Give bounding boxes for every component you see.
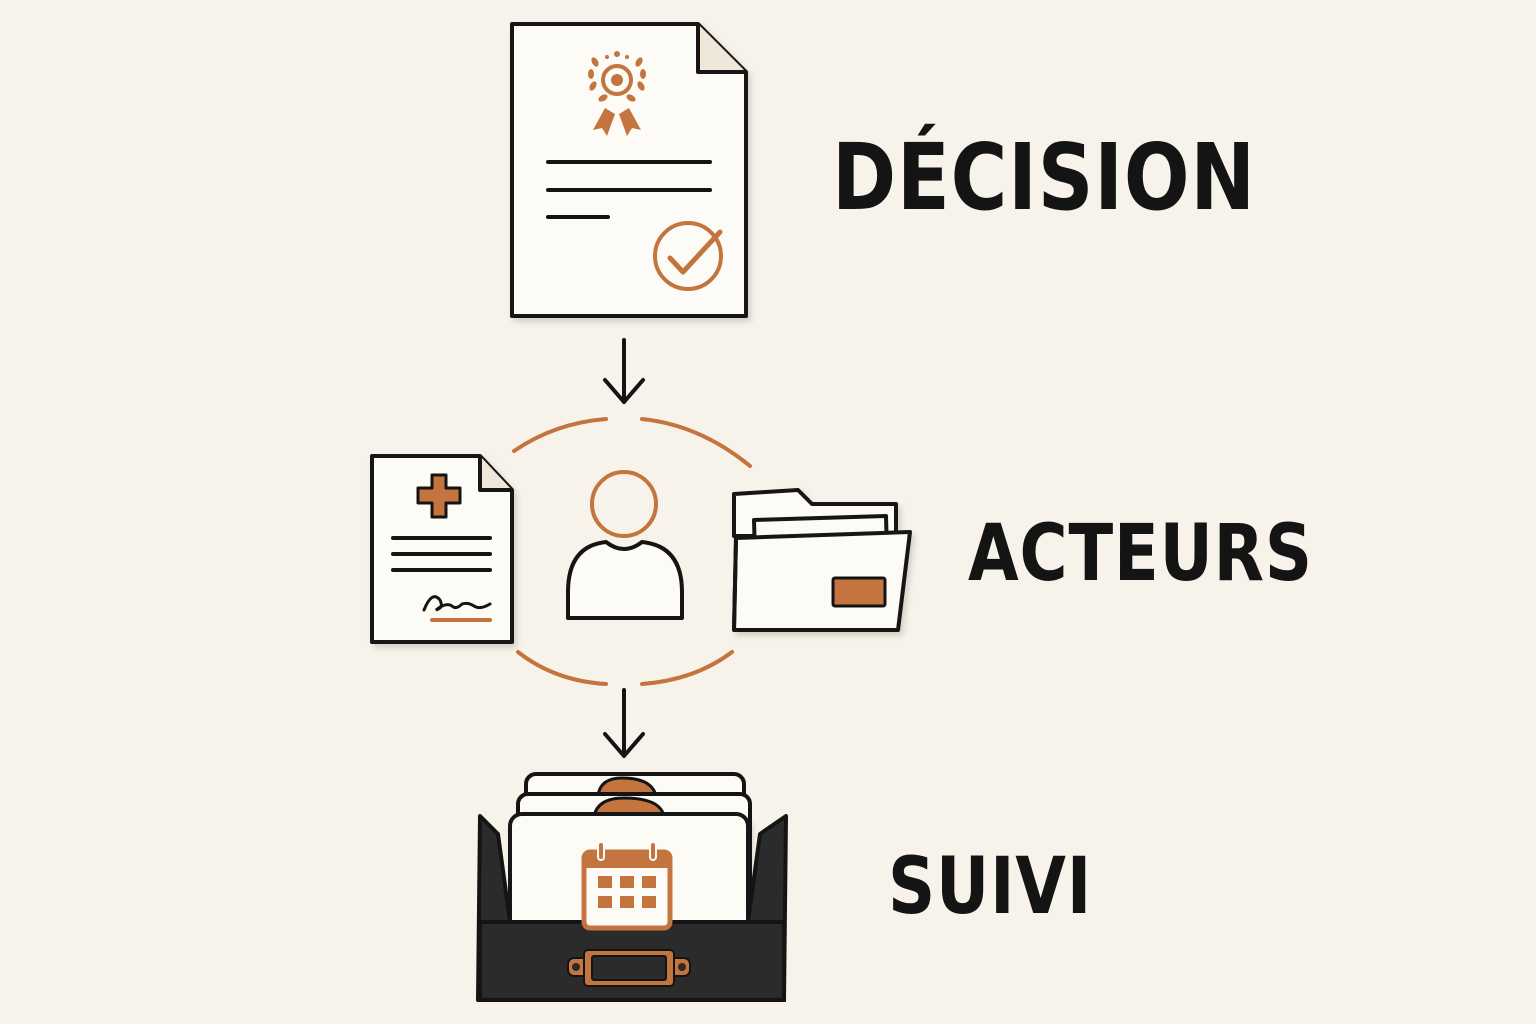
- certificate-document-icon: [510, 22, 748, 318]
- actors-cycle-ring: [512, 417, 752, 686]
- checkmark-circle-icon: [653, 221, 723, 291]
- folder-label-tab: [831, 576, 887, 608]
- document-text-lines: [546, 160, 712, 219]
- calendar-icon: [581, 841, 673, 931]
- award-seal-icon: [588, 51, 646, 136]
- medical-document-lines: [391, 536, 492, 572]
- stage-label-suivi: SUIVI: [888, 842, 1093, 932]
- stage-label-acteurs: ACTEURS: [968, 509, 1313, 599]
- medical-document-icon: [370, 454, 514, 644]
- drawer-label-plate: [567, 949, 691, 987]
- user-icon: [566, 470, 684, 620]
- folder-icon: [732, 488, 912, 632]
- signature-icon: [422, 595, 492, 612]
- medical-cross-icon: [416, 473, 462, 519]
- stage-label-decision: DÉCISION: [832, 124, 1256, 231]
- flow-arrow-down-icon: [603, 688, 645, 758]
- flow-arrow-down-icon: [603, 338, 645, 404]
